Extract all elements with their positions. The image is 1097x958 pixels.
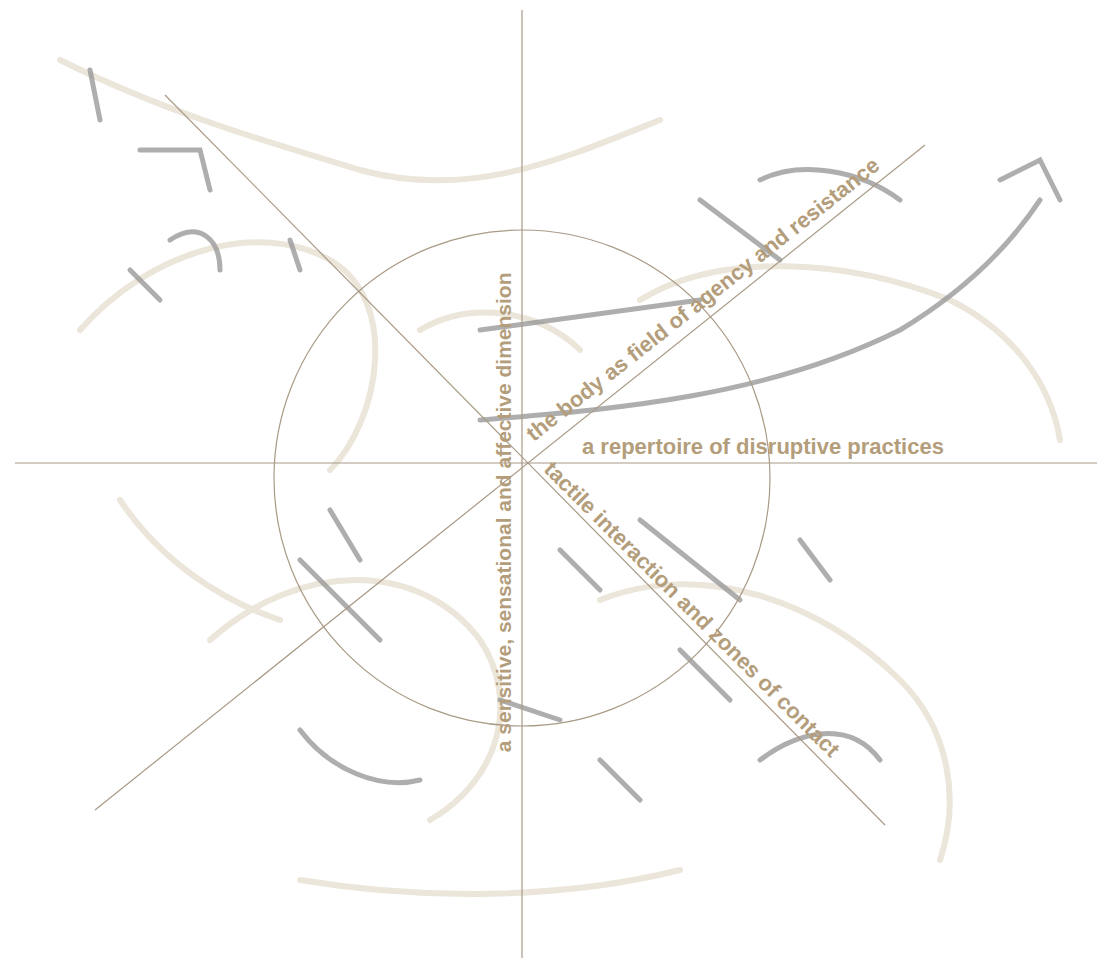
axis-label: a sensitive, sensational and affective d…	[492, 272, 516, 752]
axis-label: the body as field of agency and resistan…	[521, 152, 884, 446]
axis-label: a repertoire of disruptive practices	[582, 434, 944, 459]
vertical-axis	[521, 10, 522, 958]
diagonal-axis	[95, 145, 925, 810]
faint-sketch	[60, 60, 1060, 894]
grey-marks	[90, 70, 1060, 800]
diagonal-axis	[165, 95, 885, 825]
radial-lines	[15, 10, 1097, 958]
